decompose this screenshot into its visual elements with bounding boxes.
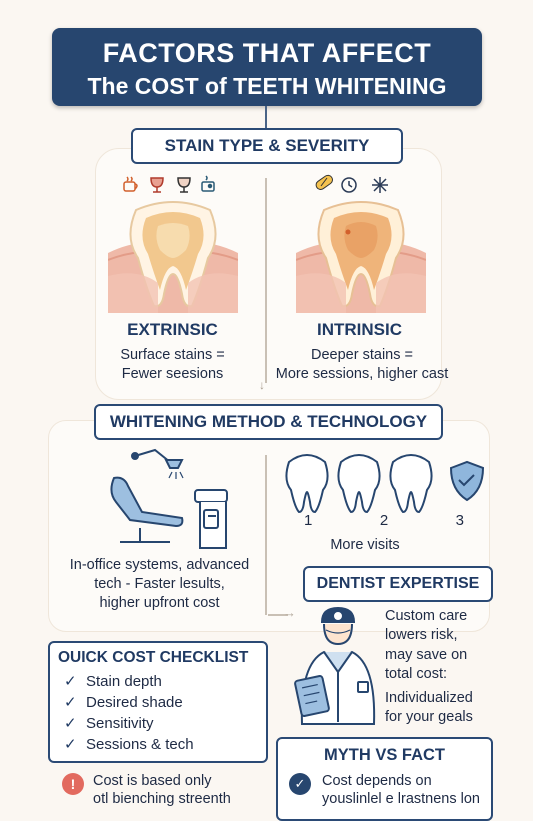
dentist-text: Custom care lowers risk, may save on tot… [385,607,473,728]
dentist-line: Individualized [385,690,473,707]
coffee-cup-icon [123,176,138,192]
in-office-line-2: tech - Faster lesults, [94,576,225,592]
checkmark-icon: ✓ [64,736,77,753]
checkmark-icon: ✓ [64,673,77,690]
divider-line [265,178,267,383]
visit-number-3: 3 [455,512,464,529]
myth-alert-icon: ! [62,773,84,795]
down-arrow-icon: ↓ [259,378,265,392]
tooth-icon [337,454,381,514]
title-line-1: FACTORS THAT AFFECT [102,38,432,68]
connector-line [265,106,267,130]
checklist-item: ✓Stain depth [64,673,162,690]
dentist-line: for your geals [385,709,473,726]
fact-text: Cost depends on youslinlel e lrastnens l… [322,772,480,808]
sparkle-icon [372,177,388,193]
myth-line-1: Cost is based only [93,773,212,789]
dentist-heading: DENTIST EXPERTISE [303,566,493,602]
visits-caption: More visits [330,537,400,553]
tooth-icon [285,454,329,514]
dentist-icon [294,606,376,725]
method-heading: WHITENING METHOD & TECHNOLOGY [94,404,443,440]
intrinsic-line-1: Deeper stains = [311,347,413,363]
in-office-line-1: In-office systems, advanced [69,557,250,573]
fact-check-icon: ✓ [289,773,311,795]
intrinsic-line-2: More sessions, higher cast [275,366,449,382]
title-banner: FACTORS THAT AFFECT The COST of TEETH WH… [52,28,482,106]
checkmark-icon: ✓ [64,694,77,711]
extrinsic-tooth-icon [108,201,238,313]
stain-sources-icons [123,175,215,193]
shield-icon [449,460,485,502]
myth-text: Cost is based only otl bienching streent… [93,772,231,808]
dentist-line: lowers risk, [385,627,458,644]
extrinsic-label: EXTRINSIC [127,320,218,339]
pill-icon [315,174,333,190]
smoking-icon [201,175,215,192]
right-arrow-icon: → [283,605,296,620]
wine-glass-icon [150,177,164,193]
checklist-card: OUICK COST CHECKLIST ✓Stain depth ✓Desir… [48,641,268,763]
dentist-line: Custom care [385,608,468,624]
method-divider [265,455,267,615]
checklist-heading: OUICK COST CHECKLIST [58,649,249,666]
dentist-line: total cost: [385,665,448,682]
stain-heading: STAIN TYPE & SEVERITY [131,128,403,164]
visit-number-2: 2 [379,512,389,529]
checklist-item: ✓Desired shade [64,694,183,711]
fact-line-2: youslinlel e lrastnens lon [322,791,480,807]
clock-icon [341,177,357,193]
dental-chair-icon [110,448,228,549]
wine-glass-icon [177,177,191,193]
visits-teeth-icons [285,454,485,514]
intrinsic-tooth-icon [296,201,426,313]
intrinsic-label: INTRINSIC [317,320,402,339]
visit-number-1: 1 [304,512,313,529]
in-office-line-3: higher upfront cost [99,595,220,611]
visit-numbers: 1 2 3 [298,512,470,529]
title-line-2: The COST of TEETH WHITENING [87,73,447,99]
myth-fact-heading: MYTH VS FACT [323,746,445,764]
dentist-line: may save on [385,646,468,663]
extrinsic-line-2: Fewer seesions [121,366,224,382]
extrinsic-line-1: Surface stains = [120,347,225,363]
checkmark-icon: ✓ [64,715,77,732]
intrinsic-causes-icons [315,174,388,193]
fact-line-1: Cost depends on [322,773,432,789]
checklist-item: ✓Sessions & tech [64,736,194,753]
tooth-icon [389,454,433,514]
checklist-item: ✓Sensitivity [64,715,154,732]
connector-line [268,614,288,616]
myth-line-2: otl bienching streenth [93,791,231,807]
